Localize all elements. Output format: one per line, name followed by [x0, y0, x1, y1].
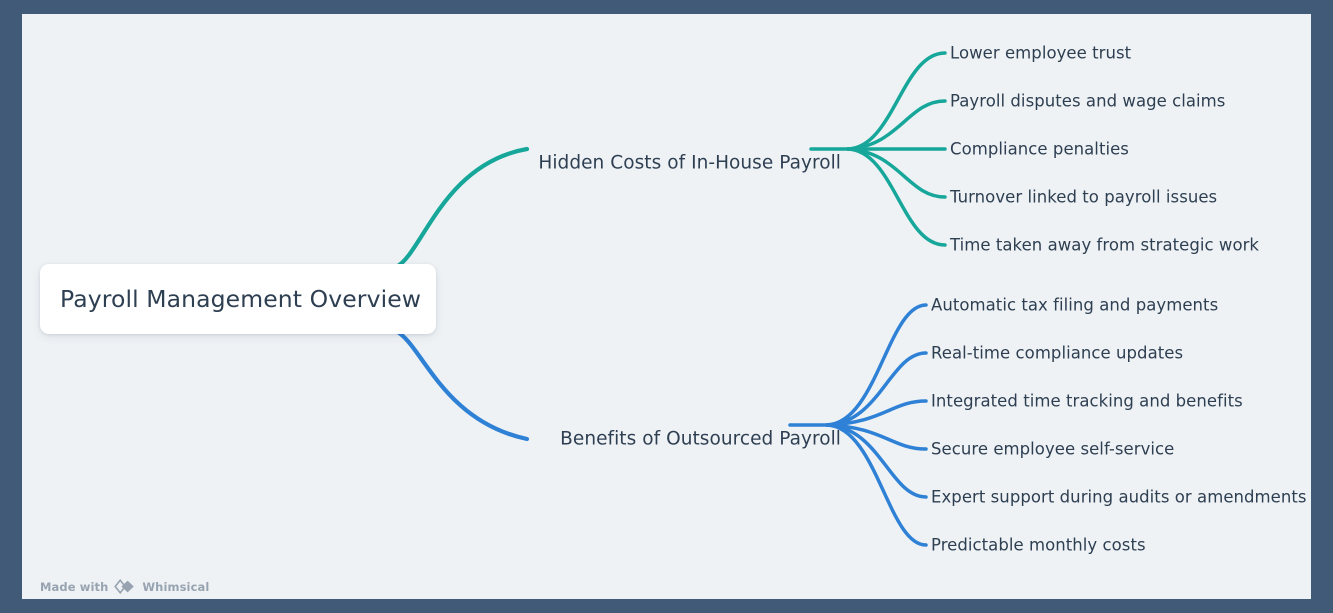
leaf-node[interactable]: Payroll disputes and wage claims	[950, 91, 1226, 111]
connector-branch-1-leaf-4	[825, 423, 928, 499]
leaf-node[interactable]: Predictable monthly costs	[931, 535, 1146, 555]
branch-node-benefits[interactable]: Benefits of Outsourced Payroll	[560, 428, 841, 450]
leaf-node[interactable]: Expert support during audits or amendmen…	[931, 487, 1307, 507]
connector-branch-1-leaf-3	[825, 423, 928, 451]
watermark-brand: Whimsical	[142, 579, 210, 594]
connector-root-to-branch-0	[393, 146, 530, 270]
connector-branch-1-leaf-5	[825, 423, 928, 547]
connector-branch-1-leaf-1	[825, 351, 928, 427]
leaf-node[interactable]: Time taken away from strategic work	[950, 235, 1260, 255]
leaf-node[interactable]: Turnover linked to payroll issues	[950, 187, 1218, 207]
connector-root-to-branch-1	[393, 328, 530, 442]
root-node[interactable]: Payroll Management Overview	[40, 264, 436, 334]
root-node-label: Payroll Management Overview	[60, 285, 422, 313]
leaf-node[interactable]: Integrated time tracking and benefits	[931, 391, 1243, 411]
connector-branch-0-leaf-4	[846, 147, 947, 247]
whimsical-diamond-logo	[114, 579, 135, 594]
connector-branch-0-leaf-3	[846, 147, 947, 199]
leaf-node[interactable]: Compliance penalties	[950, 139, 1129, 159]
mindmap-canvas[interactable]: Payroll Management Overview Hidden Costs…	[22, 14, 1311, 599]
watermark-prefix: Made with	[40, 579, 109, 594]
connector-branch-0-leaf-0	[846, 51, 947, 151]
connector-branch-1-leaf-0	[825, 303, 928, 427]
leaf-node[interactable]: Real-time compliance updates	[931, 343, 1184, 363]
connector-branch-1-leaf-2	[825, 399, 928, 427]
whimsical-watermark[interactable]: Made with Whimsical	[40, 579, 209, 594]
leaf-node[interactable]: Automatic tax filing and payments	[931, 295, 1219, 315]
connector-branch-0-leaf-1	[846, 99, 947, 151]
leaf-node[interactable]: Lower employee trust	[950, 43, 1132, 63]
branch-node-hidden-costs[interactable]: Hidden Costs of In-House Payroll	[538, 152, 841, 174]
leaf-node[interactable]: Secure employee self-service	[931, 439, 1175, 459]
